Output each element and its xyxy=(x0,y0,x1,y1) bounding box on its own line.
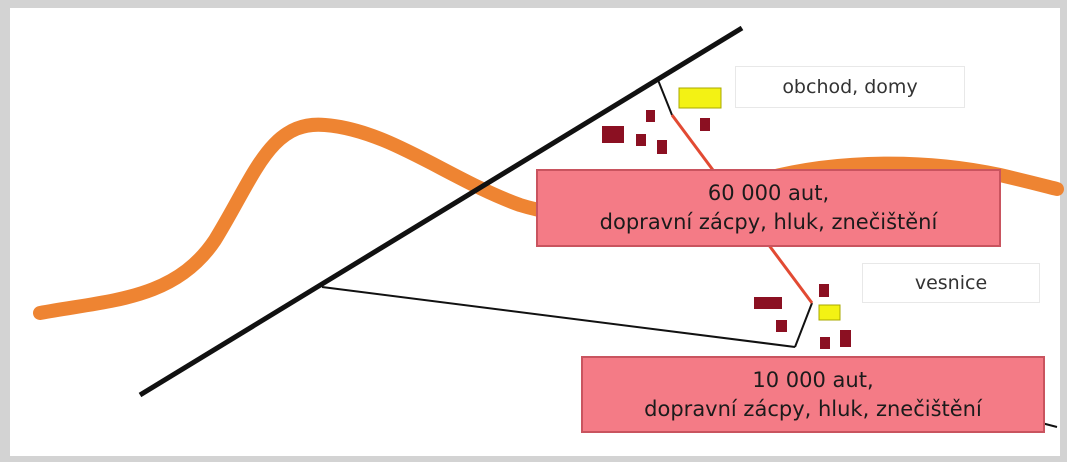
village-house xyxy=(776,320,787,332)
village-house xyxy=(754,297,782,309)
lower-traffic-callout: 10 000 aut, dopravní zácpy, hluk, znečiš… xyxy=(581,356,1045,433)
village-house xyxy=(840,330,851,347)
upper-callout-impacts: dopravní zácpy, hluk, znečištění xyxy=(599,210,938,234)
main-road xyxy=(138,25,744,398)
village-shop xyxy=(818,304,841,321)
town-access-road xyxy=(657,79,673,116)
village-label: vesnice xyxy=(862,263,1040,303)
town-label: obchod, domy xyxy=(735,66,965,108)
river xyxy=(33,117,1064,320)
upper-traffic-callout: 60 000 aut, dopravní zácpy, hluk, znečiš… xyxy=(536,169,1001,247)
upper-callout-count: 60 000 aut, xyxy=(707,181,830,205)
town-house xyxy=(657,140,667,154)
bypass-road xyxy=(321,286,796,348)
town-house xyxy=(646,110,655,122)
village-access-road xyxy=(794,302,813,348)
village-house xyxy=(819,284,829,297)
town-shop xyxy=(678,87,722,109)
town-house xyxy=(602,126,624,143)
village-house xyxy=(820,337,830,349)
lower-callout-impacts: dopravní zácpy, hluk, znečištění xyxy=(644,396,982,421)
lower-callout-count: 10 000 aut, xyxy=(752,367,874,392)
town-house xyxy=(700,118,710,131)
town-house xyxy=(636,134,646,146)
